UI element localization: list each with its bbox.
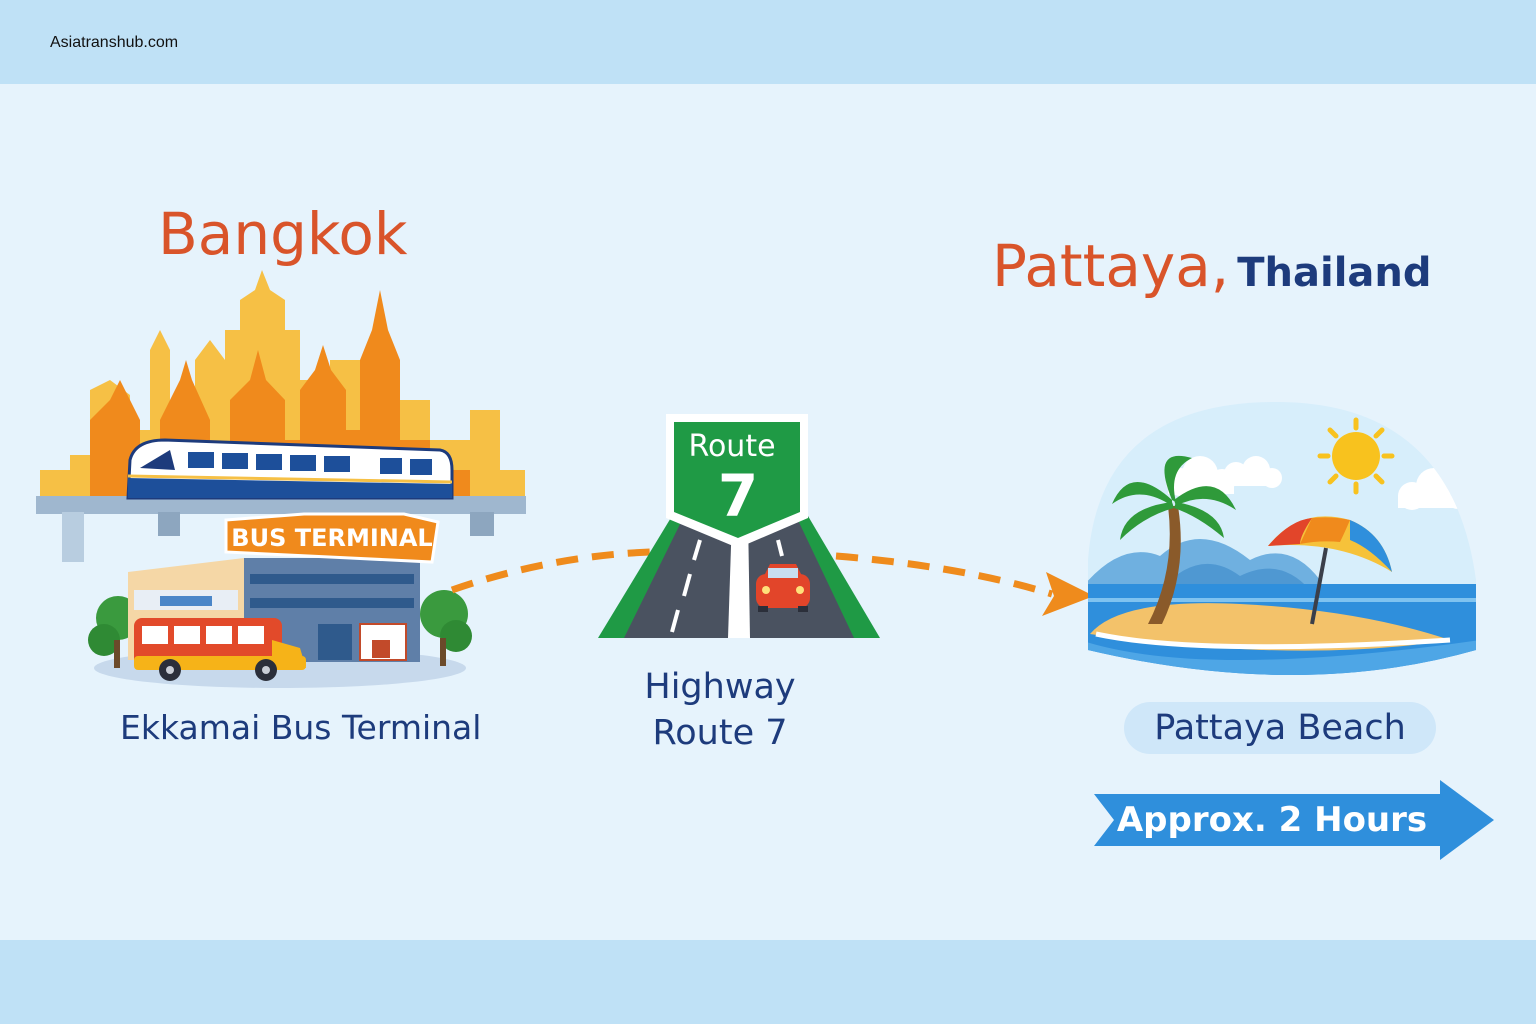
top-banner xyxy=(0,0,1536,84)
shield-route-number: 7 xyxy=(718,462,758,530)
bottom-banner xyxy=(0,940,1536,1024)
dashed-route-right xyxy=(835,552,1054,598)
bangkok-skyline-icon xyxy=(36,270,526,562)
travel-duration-text: Approx. 2 Hours xyxy=(1116,800,1428,840)
destination-country: Thailand xyxy=(1237,250,1432,296)
route-7-shield-icon: Route 7 xyxy=(666,414,808,548)
beach-scene-icon xyxy=(1088,401,1476,675)
terminal-sign-text: BUS TERMINAL xyxy=(231,524,432,552)
bus-terminal-icon: BUS TERMINAL xyxy=(88,512,472,688)
shield-route-word: Route xyxy=(688,429,775,464)
highway-road-icon xyxy=(598,516,880,638)
dashed-route-left xyxy=(450,548,651,594)
site-brand: Asiatranshub.com xyxy=(50,34,179,51)
destination-city: Pattaya, xyxy=(992,232,1230,300)
highway-line1: Highway xyxy=(644,667,796,707)
highway-label: Highway Route 7 xyxy=(620,664,820,756)
car-icon xyxy=(756,564,810,612)
origin-city-title: Bangkok xyxy=(158,200,408,268)
highway-line2: Route 7 xyxy=(652,713,788,753)
destination-beach-badge: Pattaya Beach xyxy=(1124,702,1436,754)
travel-duration-banner: Approx. 2 Hours xyxy=(1092,778,1496,862)
terminal-name: Ekkamai Bus Terminal xyxy=(120,708,482,747)
destination-title: Pattaya,Thailand xyxy=(992,232,1432,300)
duration-arrow-icon xyxy=(1094,780,1494,860)
route-arrowhead-icon xyxy=(1042,572,1094,616)
